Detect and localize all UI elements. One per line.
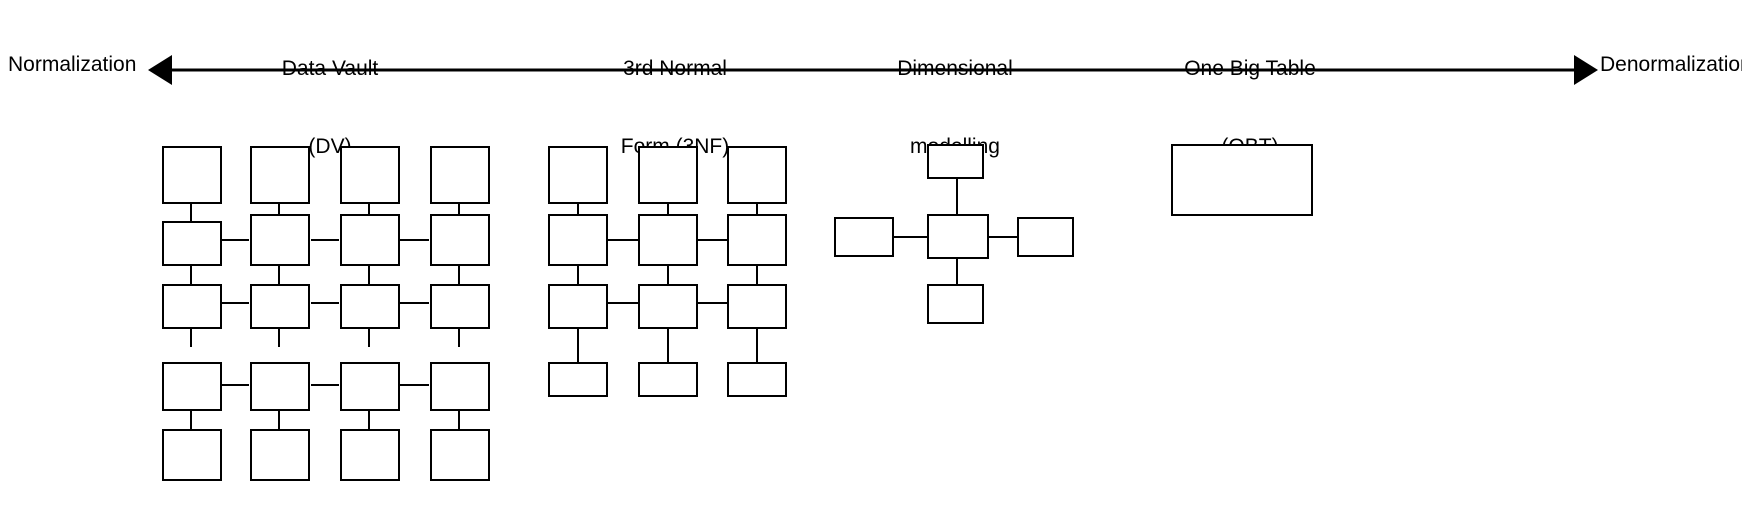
dv-box [162,429,222,481]
dv-box [162,284,222,329]
dv-box [340,214,400,266]
axis-label-denormalization: Denormalization [1600,53,1742,76]
dv-box [250,362,310,411]
axis-label-normalization: Normalization [8,53,137,76]
nf3-box [638,362,698,397]
dv-box [340,362,400,411]
dv-box [250,214,310,266]
nf3-box [548,362,608,397]
dv-box [162,362,222,411]
dv-box [162,221,222,266]
model-data-vault [162,146,490,481]
dv-box [430,362,490,411]
dv-box [430,284,490,329]
nf3-box [727,146,787,204]
nf3-box [548,214,608,266]
nf3-box [727,284,787,329]
dim-box-left [834,217,894,257]
dv-box [340,284,400,329]
dv-box [250,146,310,204]
dim-box-center [927,214,989,259]
nf3-box [727,362,787,397]
dim-box-top [927,144,984,179]
nf3-box [638,146,698,204]
dv-box [162,146,222,204]
dv-box [340,146,400,204]
nf3-box [548,284,608,329]
model-dimensional [834,144,1074,324]
dv-box [430,146,490,204]
model-3nf [548,146,787,397]
dv-box [340,429,400,481]
dv-box [250,429,310,481]
nf3-box [548,146,608,204]
dim-box-bottom [927,284,984,324]
nf3-box [638,284,698,329]
nf3-box [727,214,787,266]
nf3-box [638,214,698,266]
model-obt [1171,144,1313,216]
obt-box [1171,144,1313,216]
dv-box [250,284,310,329]
dim-box-right [1017,217,1074,257]
dv-box [430,429,490,481]
dv-box [430,214,490,266]
